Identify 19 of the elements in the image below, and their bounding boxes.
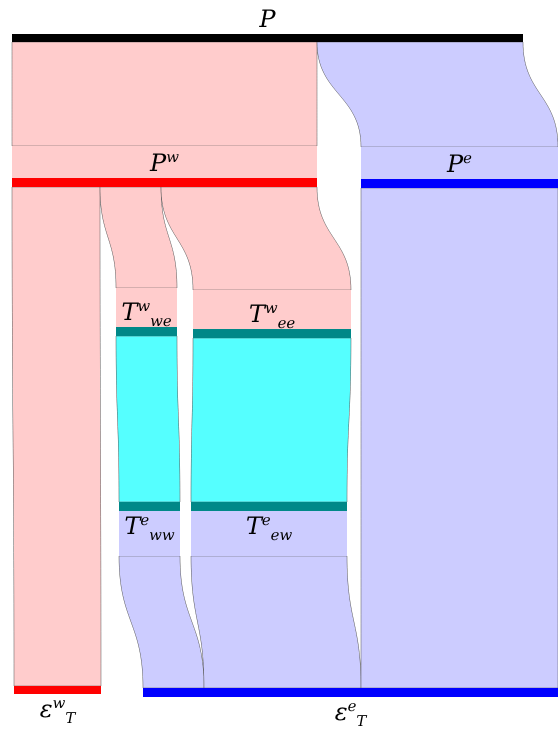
node-label: P$^{e}$	[447, 149, 472, 179]
flow-band	[118, 556, 204, 688]
flow-band	[190, 338, 352, 502]
sankey-node	[119, 502, 180, 556]
flow-band	[316, 42, 558, 148]
flow-band	[116, 336, 180, 502]
flow-band	[12, 186, 102, 686]
flow-band	[190, 556, 362, 688]
sankey-node	[191, 502, 347, 556]
sankey-node	[361, 147, 558, 188]
node-label: P	[259, 4, 276, 34]
sankey-node	[116, 288, 177, 336]
flow-band	[12, 42, 318, 146]
flow-band	[360, 188, 558, 688]
sankey-node	[12, 146, 317, 187]
sankey-node	[193, 290, 351, 338]
node-label: P$^{w}$	[150, 148, 179, 178]
flow-band	[160, 186, 352, 290]
flow-band	[100, 186, 178, 288]
